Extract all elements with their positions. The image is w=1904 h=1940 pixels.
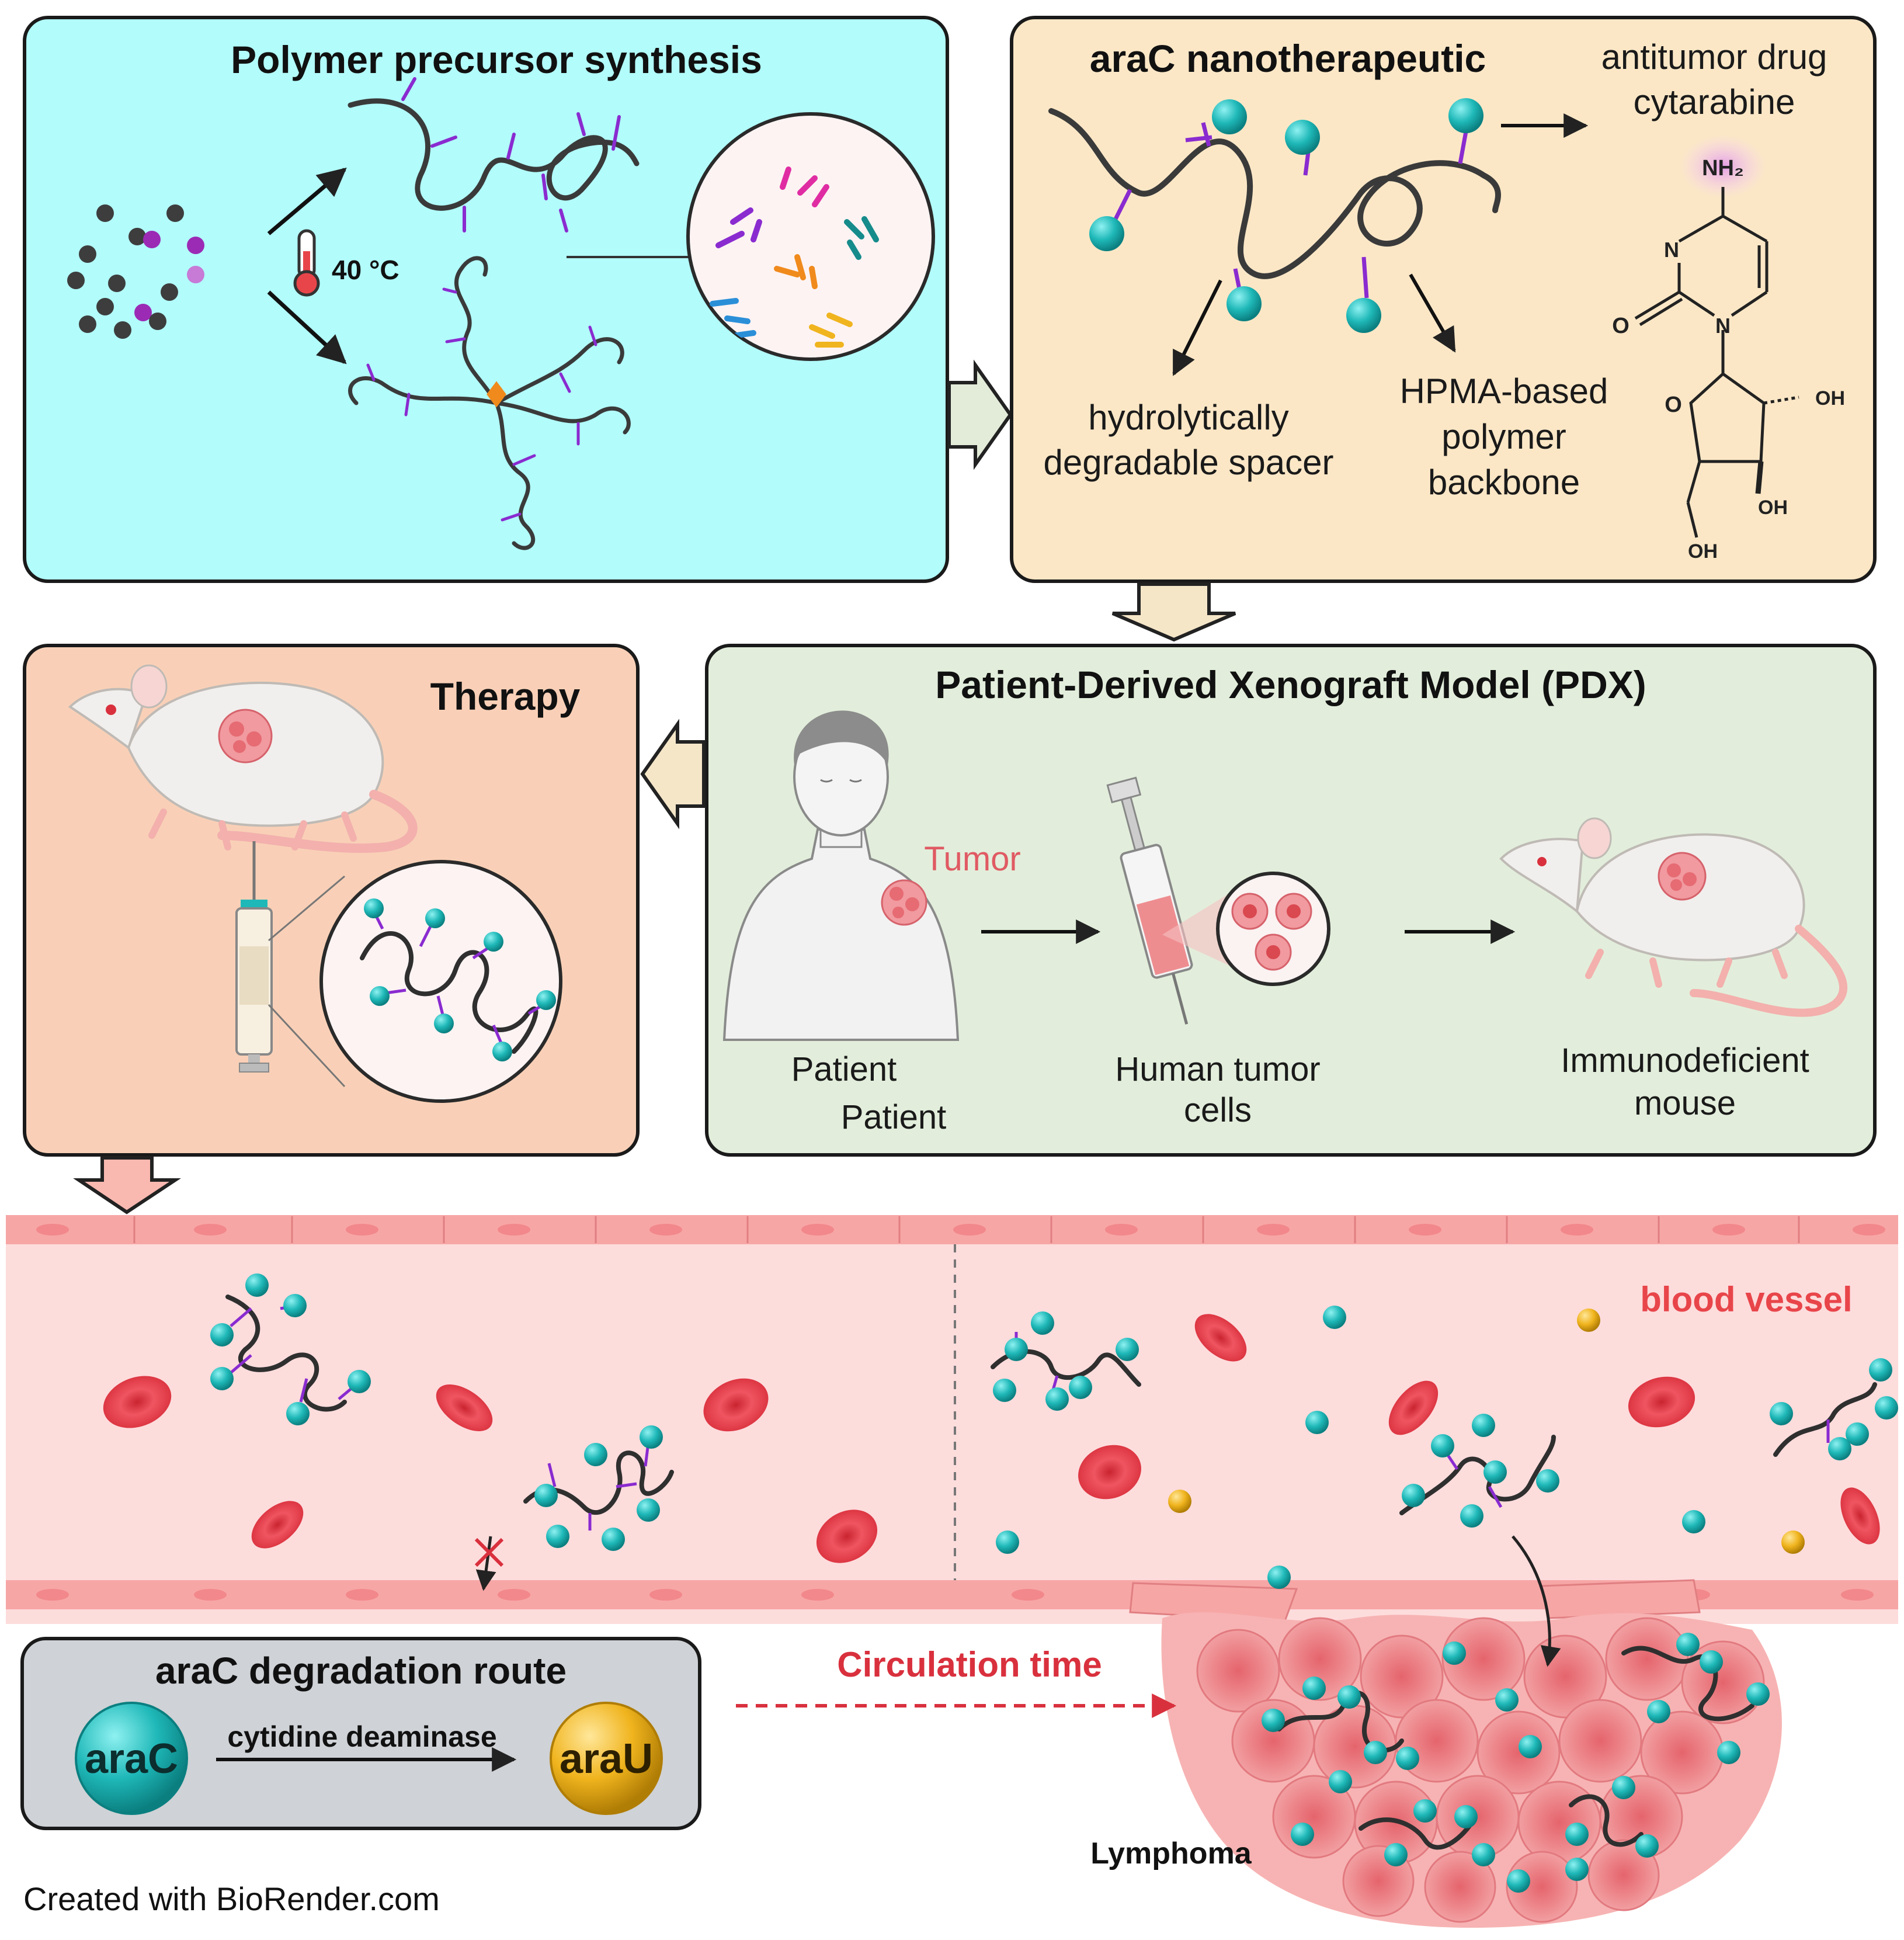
tumor-icon (881, 879, 927, 926)
cytarabine-structure: NH₂ N N O O (1612, 134, 1845, 563)
mouse-label-line2: mouse (1634, 1084, 1736, 1122)
vessel-conjugates (225, 1295, 1877, 1515)
therapy-mouse-icon (68, 664, 418, 853)
star-polymer (348, 256, 631, 550)
circulation-time-label: Circulation time (837, 1645, 1102, 1684)
backbone-label-line3: backbone (1428, 463, 1580, 502)
syringe-icon (1106, 776, 1193, 1025)
linear-polymer-chain (348, 77, 640, 232)
spacer-label-line1: hydrolytically (1088, 398, 1288, 437)
patient-label-2: Patient (841, 1098, 947, 1136)
vessel-drug-particles (210, 1273, 1898, 1589)
synthesis-title: Polymer precursor synthesis (231, 38, 762, 81)
backbone-label-line1: HPMA-based (1400, 372, 1608, 411)
arrow-to-backbone-label (1409, 273, 1456, 353)
arrow-therapy-to-vessel (73, 1156, 181, 1214)
arau-particle (550, 1702, 663, 1815)
blocked-extravasation (474, 1536, 504, 1591)
monomer-cluster (67, 204, 204, 339)
panel-arac-nanotherapeutic: araC nanotherapeutic antitumor drug cyta… (1010, 16, 1877, 583)
degradation-title: araC degradation route (155, 1650, 567, 1692)
chem-o-ring: O (1665, 393, 1682, 417)
vessel-metabolite-particles (1168, 1309, 1805, 1554)
therapy-syringe-icon (235, 841, 273, 1073)
chem-oh-3prime: OH (1758, 497, 1788, 519)
mouse-icon (1499, 817, 1848, 1017)
panel-degradation-route: araC degradation route araC cytidine dea… (20, 1637, 701, 1830)
cells-label-line2: cells (1184, 1091, 1252, 1129)
arrow-nanotherapeutic-to-pdx (1111, 582, 1236, 642)
blood-vessel-label: blood vessel (1640, 1280, 1852, 1319)
reaction-arrow-star (267, 290, 347, 365)
spacer-label-line2: degradable spacer (1043, 443, 1333, 482)
tumor-cells-lens (1216, 872, 1330, 986)
chem-n1: N (1715, 314, 1731, 338)
thermometer-icon (293, 229, 320, 297)
patient-label-1: Patient (791, 1050, 897, 1088)
lymphoma-drug-particles (1262, 1633, 1770, 1893)
arau-label: araU (560, 1736, 653, 1782)
temperature-label: 40 °C (332, 255, 399, 285)
chem-n3: N (1664, 238, 1679, 262)
therapy-title: Therapy (430, 675, 581, 718)
reaction-arrow-linear (267, 167, 347, 235)
drug-label-line2: cytarabine (1634, 82, 1795, 122)
conjugate-polymer (1048, 98, 1501, 333)
arac-label: araC (85, 1736, 178, 1782)
red-blood-cells (103, 1314, 1880, 1563)
pdx-title: Patient-Derived Xenograft Model (PDX) (935, 663, 1646, 706)
tumor-label: Tumor (924, 840, 1020, 878)
blood-vessel: blood vessel (6, 1215, 1898, 1624)
lymphoma-label: Lymphoma (1090, 1837, 1252, 1870)
chem-oh-5prime: OH (1688, 540, 1718, 563)
monomer-lens (686, 112, 935, 361)
therapy-conjugate-lens (319, 860, 562, 1103)
arrow-synthesis-to-nanotherapeutic (947, 359, 1013, 470)
arrow-pdx-to-therapy (640, 719, 706, 830)
lymphoma-mass (1161, 1535, 1782, 1928)
biorender-credit: Created with BioRender.com (23, 1880, 440, 1917)
panel-polymer-synthesis: Polymer precursor synthesis (23, 16, 949, 583)
drug-label-line1: antitumor drug (1601, 37, 1827, 77)
mouse-label-line1: Immunodeficient (1561, 1042, 1809, 1080)
chem-nh2: NH₂ (1702, 156, 1744, 181)
chem-oh-2prime: OH (1815, 387, 1845, 409)
panel-therapy: Therapy (23, 644, 640, 1157)
panel-pdx: Patient-Derived Xenograft Model (PDX) Tu… (705, 644, 1877, 1157)
extravasation-arrow (1512, 1535, 1561, 1667)
cells-label-line1: Human tumor (1115, 1050, 1320, 1088)
arac-particle (75, 1702, 188, 1815)
chem-o-carbonyl: O (1612, 314, 1629, 338)
nanotherapeutic-title: araC nanotherapeutic (1090, 37, 1486, 80)
arrow-to-spacer-label (1172, 279, 1222, 376)
backbone-label-line2: polymer (1441, 417, 1566, 456)
enzyme-label: cytidine deaminase (227, 1720, 496, 1753)
